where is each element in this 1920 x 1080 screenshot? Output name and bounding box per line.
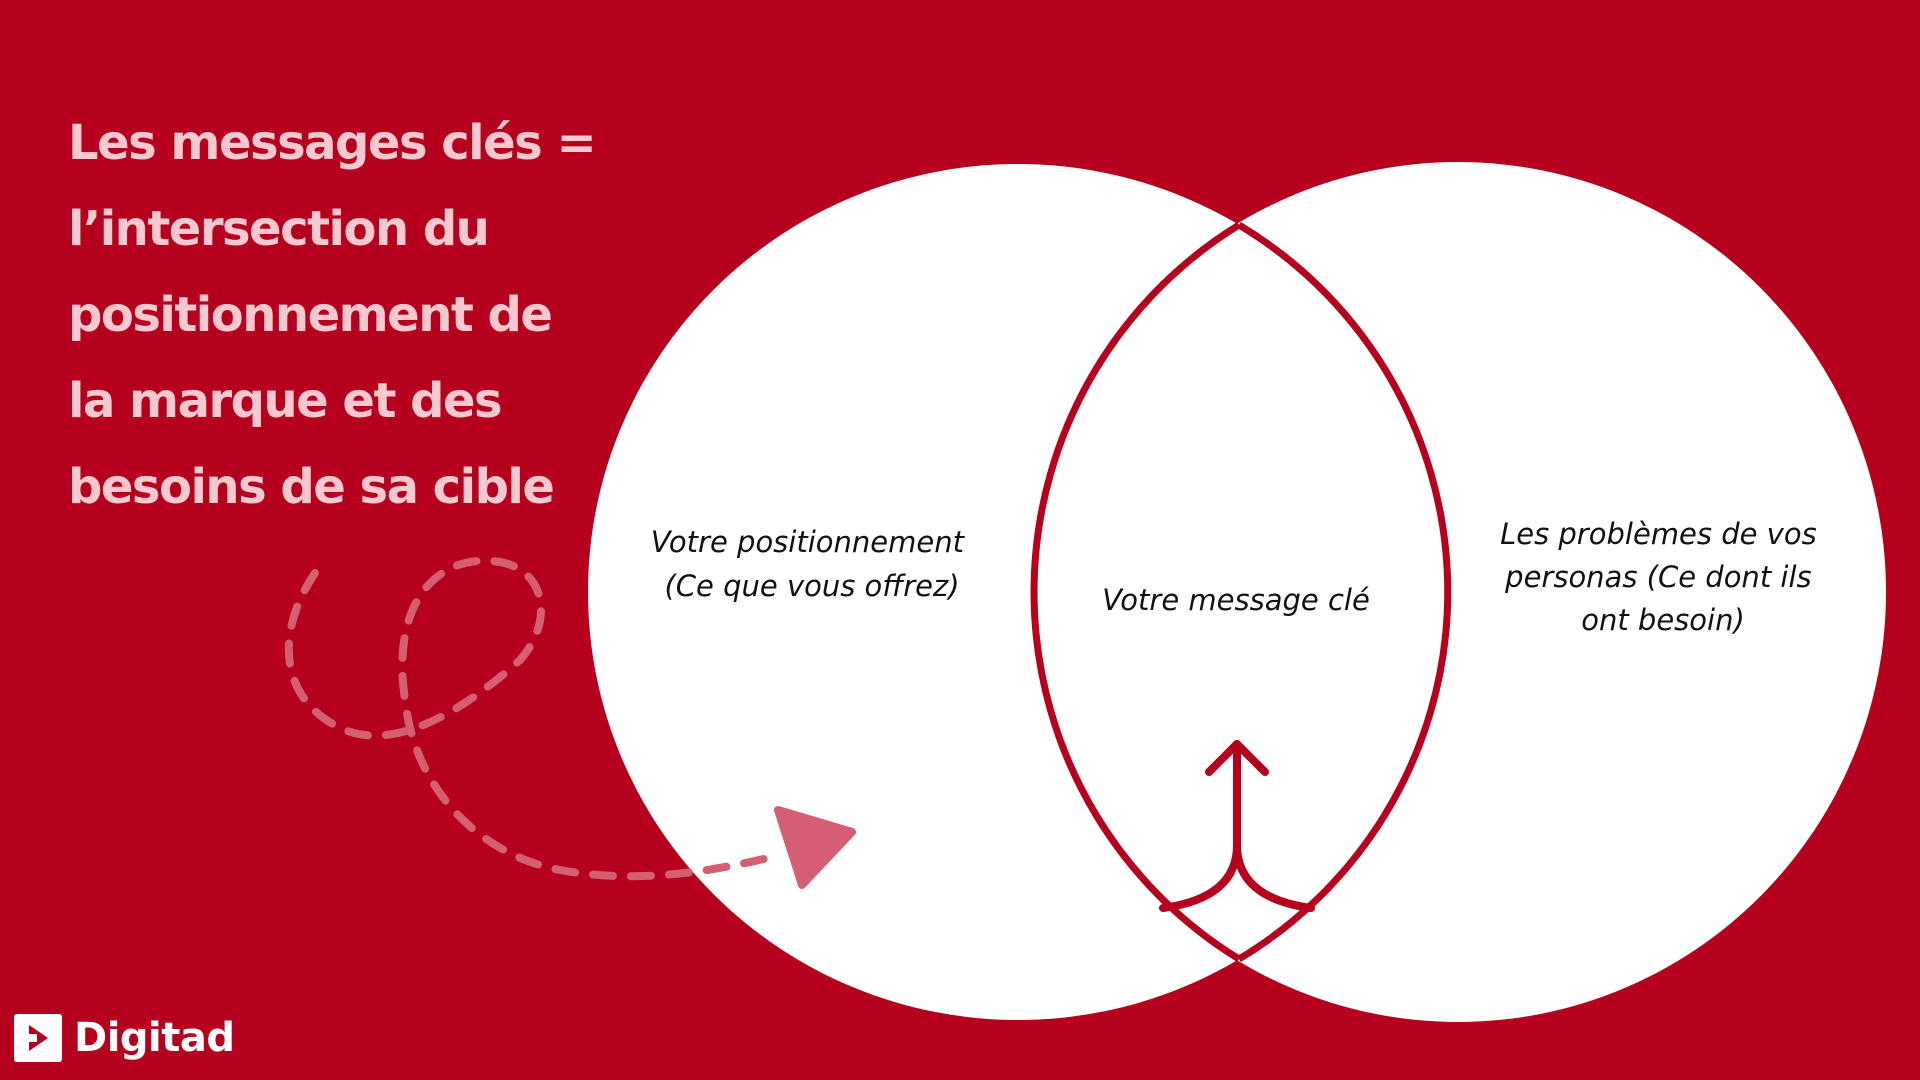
title-line: la marque et des [68,373,503,429]
title-line: l’intersection du [68,201,490,257]
brand-logo: Digitad [14,1014,235,1062]
venn-label-right-line: personas (Ce dont ils [1504,560,1811,594]
venn-label-left-line: Votre positionnement [651,525,966,559]
title-line: positionnement de [68,287,553,343]
title-line: Les messages clés = [68,115,597,171]
digitad-logo-icon [14,1014,62,1062]
dashed-loop-arrow-icon [284,556,856,889]
venn-label-right: Les problèmes de vos personas (Ce dont i… [1500,517,1826,637]
venn-label-right-line: Les problèmes de vos [1500,517,1817,551]
venn-label-right-line: ont besoin) [1581,603,1745,637]
venn-label-center-line: Votre message clé [1102,583,1370,617]
venn-label-left: Votre positionnement (Ce que vous offrez… [651,525,973,603]
slide-title: Les messages clés = l’intersection du po… [68,100,628,530]
title-line: besoins de sa cible [68,459,555,515]
venn-circle-right [1030,162,1886,1022]
brand-name: Digitad [74,1015,235,1061]
venn-label-center: Votre message clé [1102,583,1370,617]
merge-up-arrow-icon [1159,740,1315,912]
venn-label-left-line: (Ce que vous offrez) [664,569,959,603]
venn-intersection-outline [1030,221,1452,963]
